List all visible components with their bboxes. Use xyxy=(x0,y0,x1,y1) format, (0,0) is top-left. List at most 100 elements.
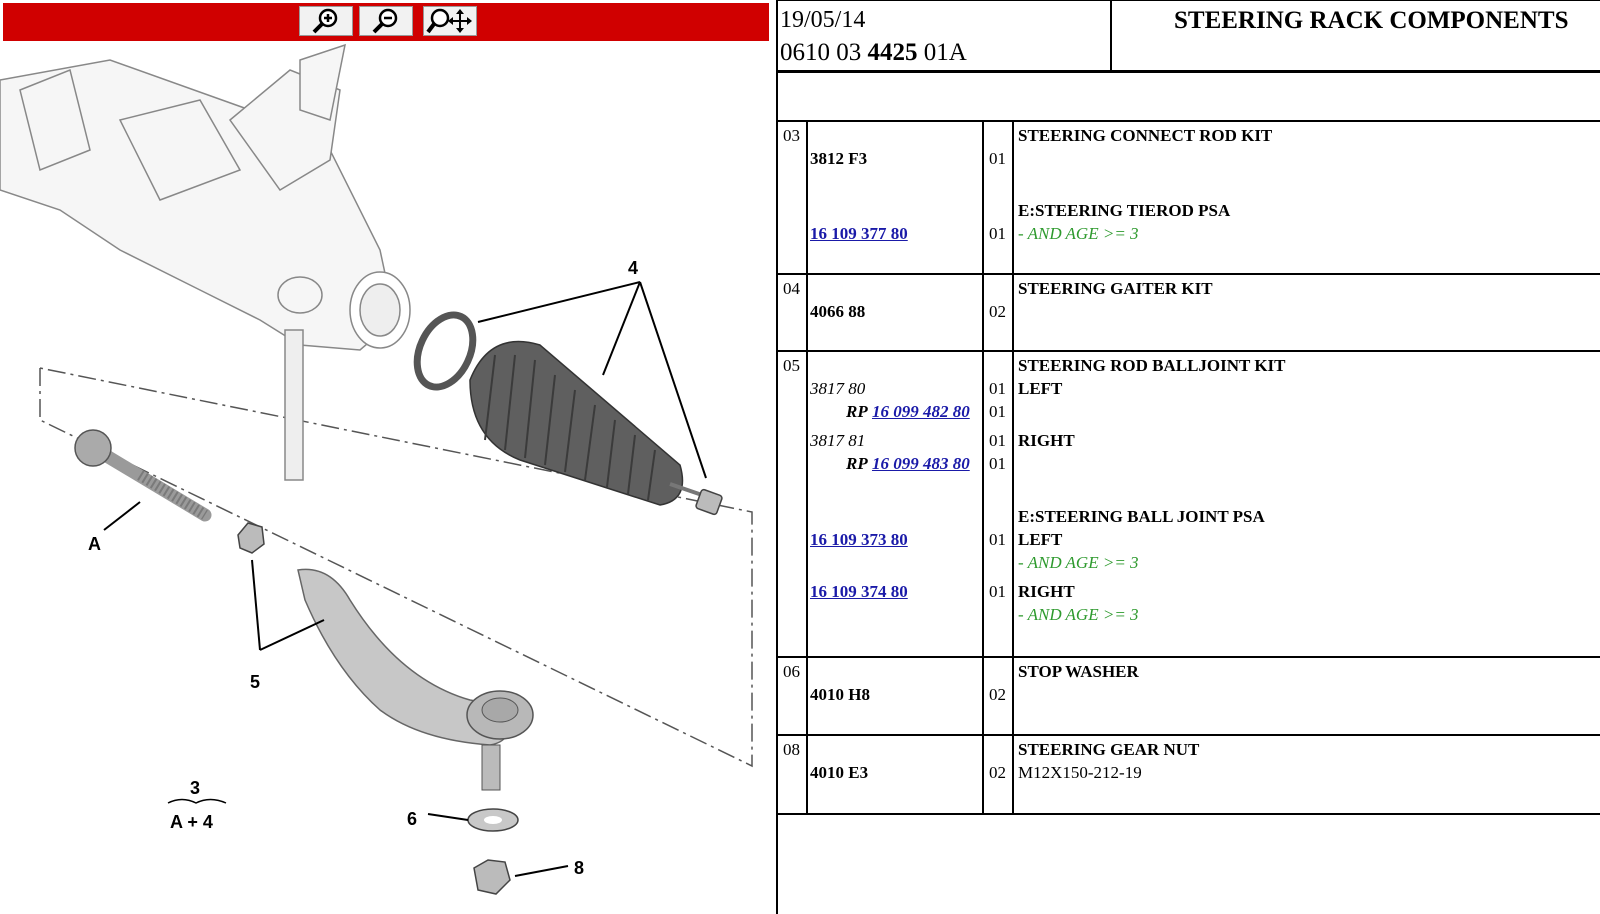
group-brace xyxy=(167,798,227,804)
callout-5: 5 xyxy=(250,672,260,692)
right-label: RIGHT xyxy=(1018,431,1075,450)
rp-left-qty: 01 xyxy=(989,402,1006,421)
part-description: STEERING GEAR NUT xyxy=(1018,740,1200,759)
link-left-label: LEFT xyxy=(1018,530,1063,549)
part-condition: - AND AGE >= 3 xyxy=(1018,224,1139,243)
col-reference: 3817 80 RP 16 099 482 80 3817 81 RP 16 0… xyxy=(808,352,984,656)
rp-label: RP xyxy=(846,402,868,421)
header-spacer-row xyxy=(776,73,1600,122)
col-number: 04 xyxy=(778,275,808,350)
col-qty: 01 01 xyxy=(984,122,1014,273)
leader-lines xyxy=(103,281,707,877)
link-right-qty: 01 xyxy=(989,582,1006,601)
col-qty: 02 xyxy=(984,658,1014,734)
right-reference: 3817 81 xyxy=(810,431,866,450)
part-qty: 01 xyxy=(989,149,1006,168)
col-number: 03 xyxy=(778,122,808,273)
callout-8: 8 xyxy=(574,858,584,878)
steering-rack-housing xyxy=(0,43,411,481)
left-reference: 3817 80 xyxy=(810,379,866,398)
part-link-qty: 01 xyxy=(989,224,1006,243)
item-number: 06 xyxy=(783,662,800,681)
steering-gear-nut xyxy=(473,859,511,895)
part-spec: M12X150-212-19 xyxy=(1018,763,1142,782)
part-link-left[interactable]: 16 109 373 80 xyxy=(810,530,908,549)
panel-divider xyxy=(772,0,776,914)
parts-table-panel: 19/05/14 0610 03 4425 01A STEERING RACK … xyxy=(776,0,1600,914)
left-qty: 01 xyxy=(989,379,1006,398)
callout-6: 6 xyxy=(407,809,417,829)
zoom-in-button[interactable] xyxy=(299,6,353,36)
col-reference: 4010 E3 xyxy=(808,736,984,813)
part-link[interactable]: 16 109 377 80 xyxy=(810,224,908,243)
item-number: 04 xyxy=(783,279,800,298)
col-qty: 02 xyxy=(984,275,1014,350)
header-meta: 19/05/14 0610 03 4425 01A xyxy=(778,1,1112,71)
part-sub-description: E:STEERING BALL JOINT PSA xyxy=(1018,507,1265,526)
zoom-out-button[interactable] xyxy=(359,6,413,36)
zoom-pan-button[interactable] xyxy=(423,6,477,36)
parts-row-06: 06 4010 H8 02 STOP WASHER xyxy=(776,658,1600,736)
gaiter-clip xyxy=(695,488,723,516)
parts-row-03: 03 3812 F3 16 109 377 80 01 01 STEERING … xyxy=(776,122,1600,275)
lock-nut xyxy=(237,522,265,554)
parts-row-04: 04 4066 88 02 STEERING GAITER KIT xyxy=(776,275,1600,352)
part-description: STEERING ROD BALLJOINT KIT xyxy=(1018,356,1286,375)
catalog-date: 19/05/14 xyxy=(780,7,866,33)
parts-header: 19/05/14 0610 03 4425 01A STEERING RACK … xyxy=(776,0,1600,73)
rp-label: RP xyxy=(846,454,868,473)
gaiter-clamp xyxy=(413,311,477,391)
zoom-out-icon xyxy=(372,8,398,34)
col-number: 08 xyxy=(778,736,808,813)
col-number: 05 xyxy=(778,352,808,656)
parts-row-05: 05 3817 80 RP 16 099 482 80 3817 81 RP 1… xyxy=(776,352,1600,658)
link-left-qty: 01 xyxy=(989,530,1006,549)
catalog-reference: 0610 03 4425 01A xyxy=(780,39,967,67)
part-reference: 3812 F3 xyxy=(810,149,868,168)
rp-right-link[interactable]: 16 099 483 80 xyxy=(871,454,970,473)
item-number: 08 xyxy=(783,740,800,759)
part-sub-description: E:STEERING TIEROD PSA xyxy=(1018,201,1231,220)
part-reference: 4010 H8 xyxy=(810,685,870,704)
zoom-in-icon xyxy=(312,8,338,34)
assembly-outline xyxy=(39,367,753,768)
page-title: STEERING RACK COMPONENTS xyxy=(1174,7,1569,34)
inner-tie-rod xyxy=(74,429,212,522)
rp-left: RP 16 099 482 80 xyxy=(846,402,970,422)
col-number: 06 xyxy=(778,658,808,734)
item-number: 05 xyxy=(783,356,800,375)
parts-row-08: 08 4010 E3 02 STEERING GEAR NUT M12X150-… xyxy=(776,736,1600,815)
condition-right: - AND AGE >= 3 xyxy=(1018,605,1139,624)
zoom-toolbar xyxy=(3,3,769,41)
part-description: STEERING CONNECT ROD KIT xyxy=(1018,126,1273,145)
condition-left: - AND AGE >= 3 xyxy=(1018,553,1139,572)
zoom-pan-icon xyxy=(426,8,472,34)
table-empty-area xyxy=(776,815,1600,914)
tie-rod-end xyxy=(297,568,534,791)
part-link-right[interactable]: 16 109 374 80 xyxy=(810,582,908,601)
callout-a: A xyxy=(88,534,101,554)
diagram-panel: 4 A 5 3 A + 4 6 8 xyxy=(0,0,772,914)
part-description: STEERING GAITER KIT xyxy=(1018,279,1213,298)
col-qty: 01 01 01 01 01 01 xyxy=(984,352,1014,656)
exploded-parts-diagram: 4 A 5 3 A + 4 6 8 xyxy=(0,43,753,895)
rp-left-link[interactable]: 16 099 482 80 xyxy=(871,402,970,421)
callout-a-plus-4: A + 4 xyxy=(170,812,213,832)
part-qty: 02 xyxy=(989,685,1006,704)
item-number: 03 xyxy=(783,126,800,145)
part-reference: 4010 E3 xyxy=(810,763,869,782)
ref-suffix: 01A xyxy=(917,39,967,66)
link-right-label: RIGHT xyxy=(1018,582,1075,601)
callout-3: 3 xyxy=(190,778,200,798)
part-qty: 02 xyxy=(989,763,1006,782)
part-reference: 4066 88 xyxy=(810,302,866,321)
part-qty: 02 xyxy=(989,302,1006,321)
col-reference: 3812 F3 16 109 377 80 xyxy=(808,122,984,273)
left-label: LEFT xyxy=(1018,379,1063,398)
col-reference: 4066 88 xyxy=(808,275,984,350)
callout-4: 4 xyxy=(628,258,638,278)
col-qty: 02 xyxy=(984,736,1014,813)
right-qty: 01 xyxy=(989,431,1006,450)
part-description: STOP WASHER xyxy=(1018,662,1139,681)
rp-right: RP 16 099 483 80 xyxy=(846,454,970,474)
